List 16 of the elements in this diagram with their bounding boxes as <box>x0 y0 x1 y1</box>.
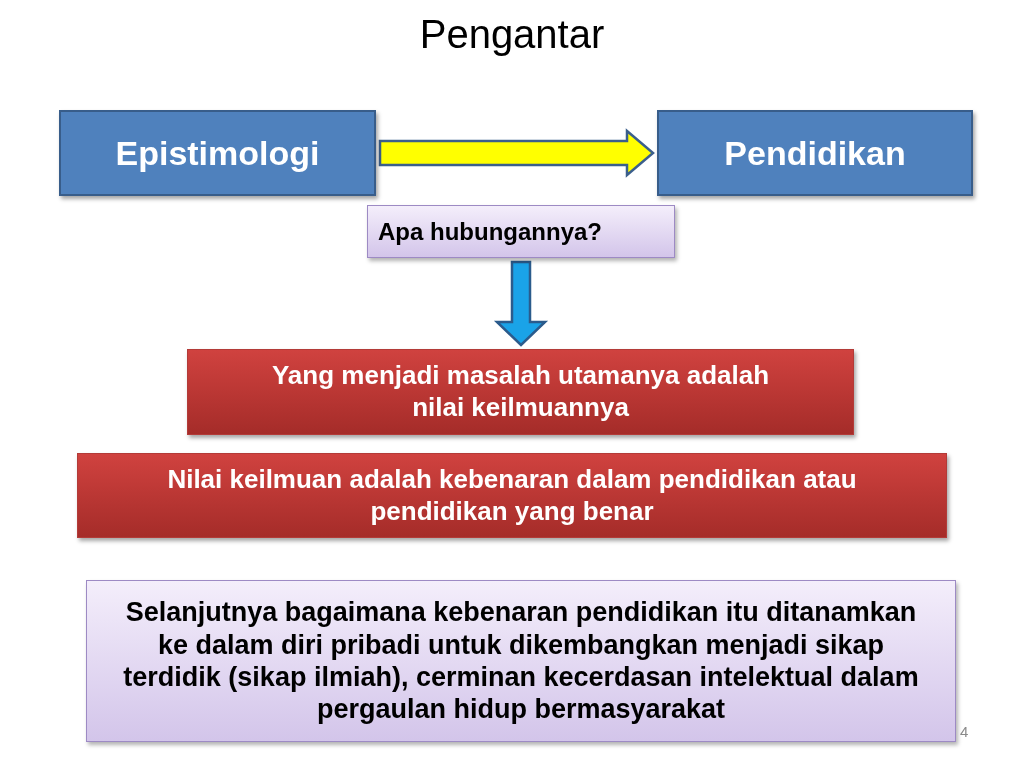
block-arrow <box>378 128 655 178</box>
process-box <box>657 110 973 196</box>
block-arrow <box>493 260 549 347</box>
box-text: Apa hubungannya? <box>378 217 602 246</box>
box-text: Nilai keilmuan adalah kebenaran dalam pendidikan atau pendidikan yang benar <box>166 463 858 528</box>
note-box <box>86 580 956 742</box>
statement-box <box>187 349 854 435</box>
note-box <box>367 205 675 258</box>
box-text: Selanjutnya bagaimana kebenaran pendidikan itu ditanamkan ke dalam diri pribadi untuk dikembangkan menjadi sikap terdidik (sikap ilmiah), cerminan kecerdasan intelektual dalam pergaulan hidup bermasyarakat <box>122 596 920 726</box>
slide-title: Pengantar <box>419 12 605 57</box>
process-box <box>59 110 376 196</box>
statement-box <box>77 453 947 538</box>
slide-number: 4 <box>960 723 969 740</box>
box-text: Yang menjadi masalah utamanya adalah nilai keilmuannya <box>270 360 771 424</box>
box-title: Epistimologi <box>115 133 320 173</box>
box-title: Pendidikan <box>724 133 906 173</box>
